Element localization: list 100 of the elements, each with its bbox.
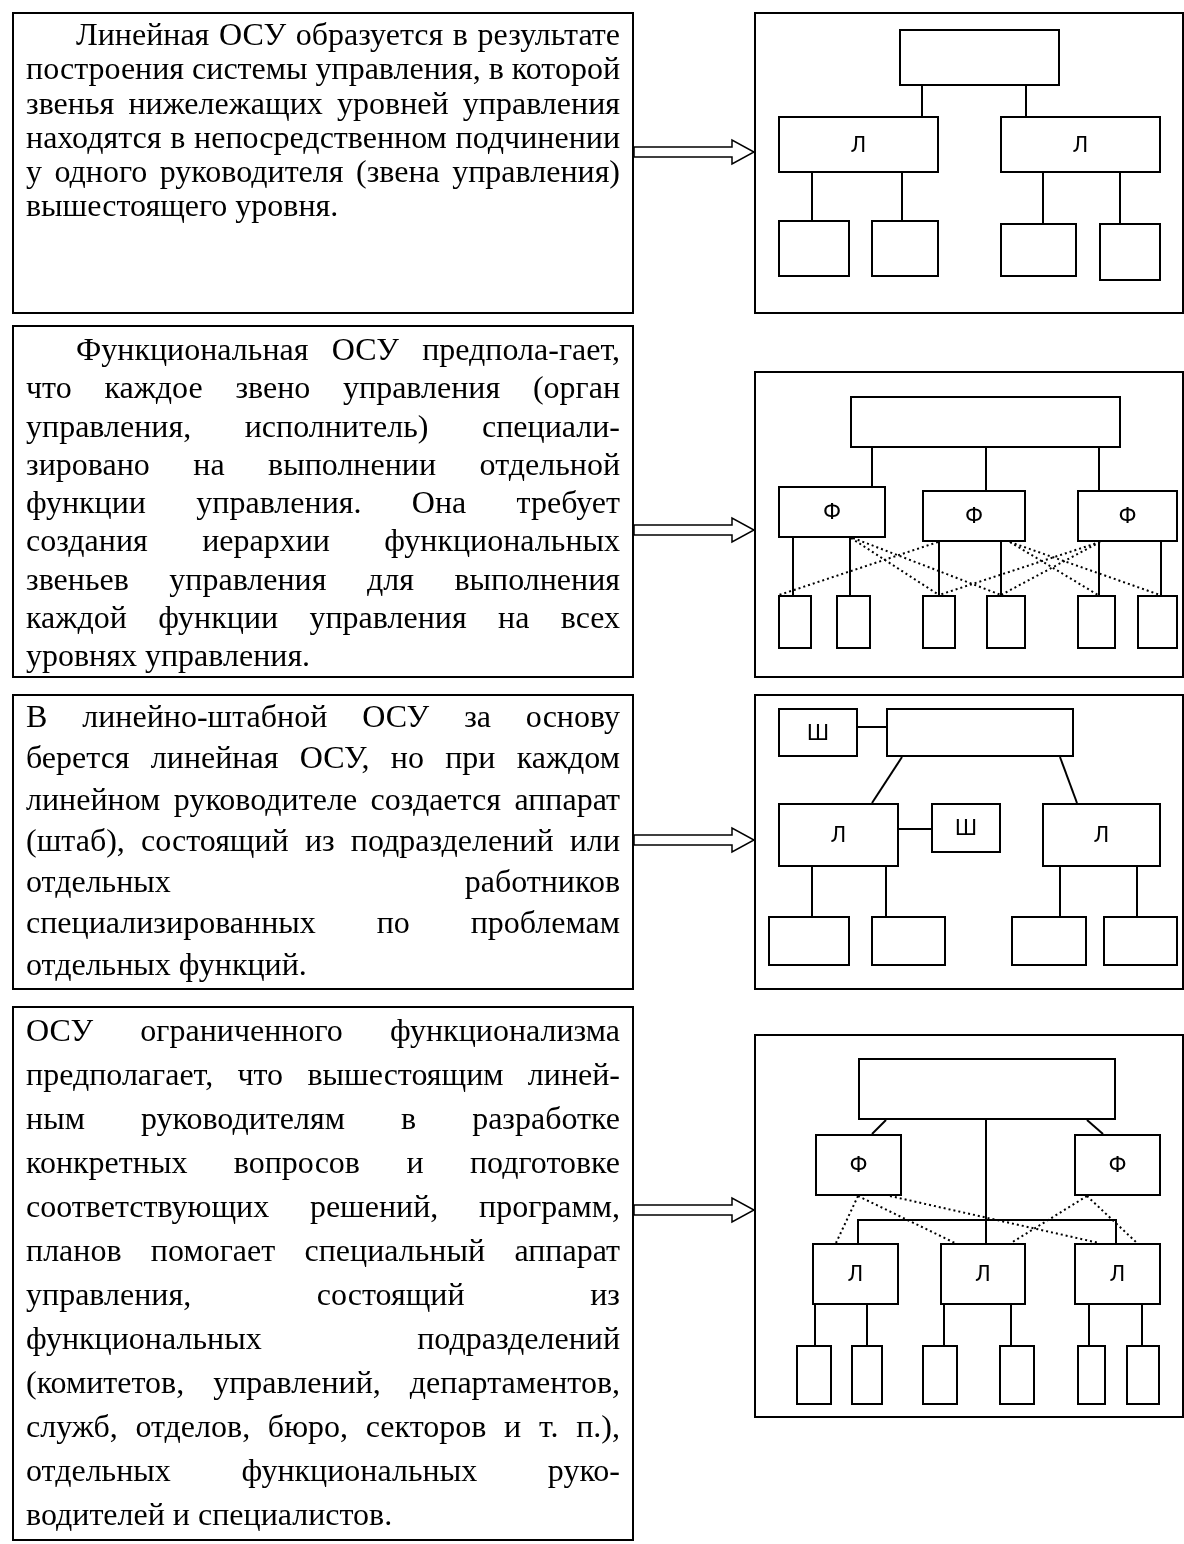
org-unit-box xyxy=(778,803,899,867)
dotted-connector xyxy=(835,1195,859,1244)
block-arrow xyxy=(633,138,756,166)
connector-line xyxy=(985,1119,1117,1244)
connector-line xyxy=(1119,172,1121,224)
description-text: Функциональная ОСУ предпола-гает, что каждое звено управления (орган управления, исполнитель) специали-зировано на выполнении отдельной функции управления. Она требует создания иерархии функциональных звеньев управления для выполнения каждой функции управления на всех уровнях управления. xyxy=(26,330,620,675)
org-unit-box xyxy=(796,1345,832,1405)
unit-label: Л xyxy=(1093,823,1110,847)
org-unit-box xyxy=(886,708,1074,757)
connector-line xyxy=(1098,447,1100,491)
org-unit-box xyxy=(778,708,858,757)
org-unit-box xyxy=(871,916,946,966)
connector-line xyxy=(792,537,794,596)
unit-label: Л xyxy=(850,132,867,157)
dotted-connector xyxy=(1009,541,1161,596)
unit-label: Ш xyxy=(806,720,830,745)
dotted-connector xyxy=(778,541,939,596)
unit-label: Ф xyxy=(1108,1153,1127,1177)
org-unit-box xyxy=(836,595,871,649)
org-unit-box xyxy=(899,29,1060,86)
connector-line xyxy=(885,866,887,917)
org-unit-box xyxy=(778,116,939,173)
org-unit-box xyxy=(768,916,850,966)
org-unit-box xyxy=(1137,595,1178,649)
dotted-connector xyxy=(1086,1195,1138,1244)
org-unit-box xyxy=(815,1134,902,1196)
block-arrow xyxy=(633,826,756,854)
connector-line xyxy=(871,756,903,804)
diagram-panel xyxy=(754,694,1184,990)
org-unit-box xyxy=(1103,916,1178,966)
dotted-connector xyxy=(889,1195,1100,1244)
connector-line xyxy=(985,447,987,491)
connector-line xyxy=(1042,172,1044,224)
connector-line xyxy=(1141,1304,1143,1346)
org-unit-box xyxy=(1074,1243,1161,1305)
connector-line xyxy=(898,828,932,830)
connector-line xyxy=(811,866,813,917)
org-unit-box xyxy=(1042,803,1161,867)
org-unit-box xyxy=(778,220,850,277)
connector-line xyxy=(901,172,903,221)
org-unit-box xyxy=(999,1345,1035,1405)
dotted-connector xyxy=(938,541,1101,596)
unit-label: Л xyxy=(847,1262,864,1286)
description-text: В линейно-штабной ОСУ за основу берется линейная ОСУ, но при каждом линейном руководителе создается аппарат (штаб), состоящий из подразделений или отдельных работников специализированных по проблемам отдельных функций. xyxy=(26,697,620,984)
connector-line xyxy=(814,1304,816,1346)
dotted-connector xyxy=(852,537,1002,596)
unit-label: Ф xyxy=(964,504,984,528)
org-unit-box xyxy=(1000,223,1077,277)
connector-line xyxy=(1010,1304,1012,1346)
description-box xyxy=(12,12,634,314)
unit-label: Ф xyxy=(849,1153,868,1177)
unit-label: Л xyxy=(1109,1262,1126,1286)
diagram-panel xyxy=(754,371,1184,678)
connector-line xyxy=(1086,1119,1104,1135)
org-unit-box xyxy=(1126,1345,1160,1405)
dotted-connector xyxy=(857,1195,956,1244)
diagram-panel xyxy=(754,1034,1184,1418)
org-unit-box xyxy=(1000,116,1161,173)
unit-label: Л xyxy=(1072,132,1089,157)
org-unit-box xyxy=(986,595,1026,649)
connector-line xyxy=(1025,85,1027,117)
org-unit-box xyxy=(871,220,939,277)
block-arrow xyxy=(633,516,756,544)
connector-line xyxy=(871,1119,887,1135)
org-unit-box xyxy=(1099,223,1161,281)
org-unit-box xyxy=(922,595,956,649)
connector-line xyxy=(943,1304,945,1346)
connector-line xyxy=(1000,541,1002,596)
unit-label: Л xyxy=(975,1262,991,1286)
org-unit-box xyxy=(1011,916,1087,966)
connector-line xyxy=(938,541,940,596)
dotted-connector xyxy=(1010,1195,1088,1244)
org-unit-box xyxy=(850,396,1121,448)
org-unit-box xyxy=(812,1243,899,1305)
connector-line xyxy=(1160,541,1162,596)
org-unit-box xyxy=(922,1345,958,1405)
description-text: ОСУ ограниченного функционализма предполагает, что вышестоящим линей-ным руководителям в разработке конкретных вопросов и подготовке соответствующих решений, программ, планов помогает специальный аппарат управления, состоящий из функциональных подразделений (комитетов, управлений, департаментов, служб, отделов, бюро, секторов и т. п.), отдельных функциональных руко-водителей и специалистов. xyxy=(26,1011,620,1534)
org-unit-box xyxy=(1074,1134,1161,1196)
connector-line xyxy=(849,537,851,596)
unit-label: Ф xyxy=(1118,504,1137,528)
dotted-connector xyxy=(850,537,940,596)
diagram-panel xyxy=(754,12,1184,314)
org-unit-box xyxy=(858,1058,1116,1120)
unit-label: Ф xyxy=(822,500,842,524)
connector-line xyxy=(921,85,923,117)
org-unit-box xyxy=(778,595,812,649)
description-text: Линейная ОСУ образуется в результате построения системы управления, в которой звенья нижележащих уровней управления находятся в непосредственном подчинении у одного руководителя (звена управления) вышестоящего уровня. xyxy=(26,17,620,223)
org-unit-box xyxy=(778,486,886,538)
connector-line xyxy=(1136,866,1138,917)
connector-line xyxy=(1098,541,1100,596)
connector-line xyxy=(866,1304,868,1346)
org-unit-box xyxy=(931,803,1001,853)
connector-line xyxy=(871,447,873,487)
connector-line xyxy=(857,726,887,728)
block-arrow xyxy=(633,1196,756,1224)
org-unit-box xyxy=(1077,490,1178,542)
connector-line xyxy=(1088,1304,1090,1346)
org-unit-box xyxy=(1077,1345,1106,1405)
org-unit-box xyxy=(940,1243,1026,1305)
connector-line xyxy=(1059,756,1078,804)
